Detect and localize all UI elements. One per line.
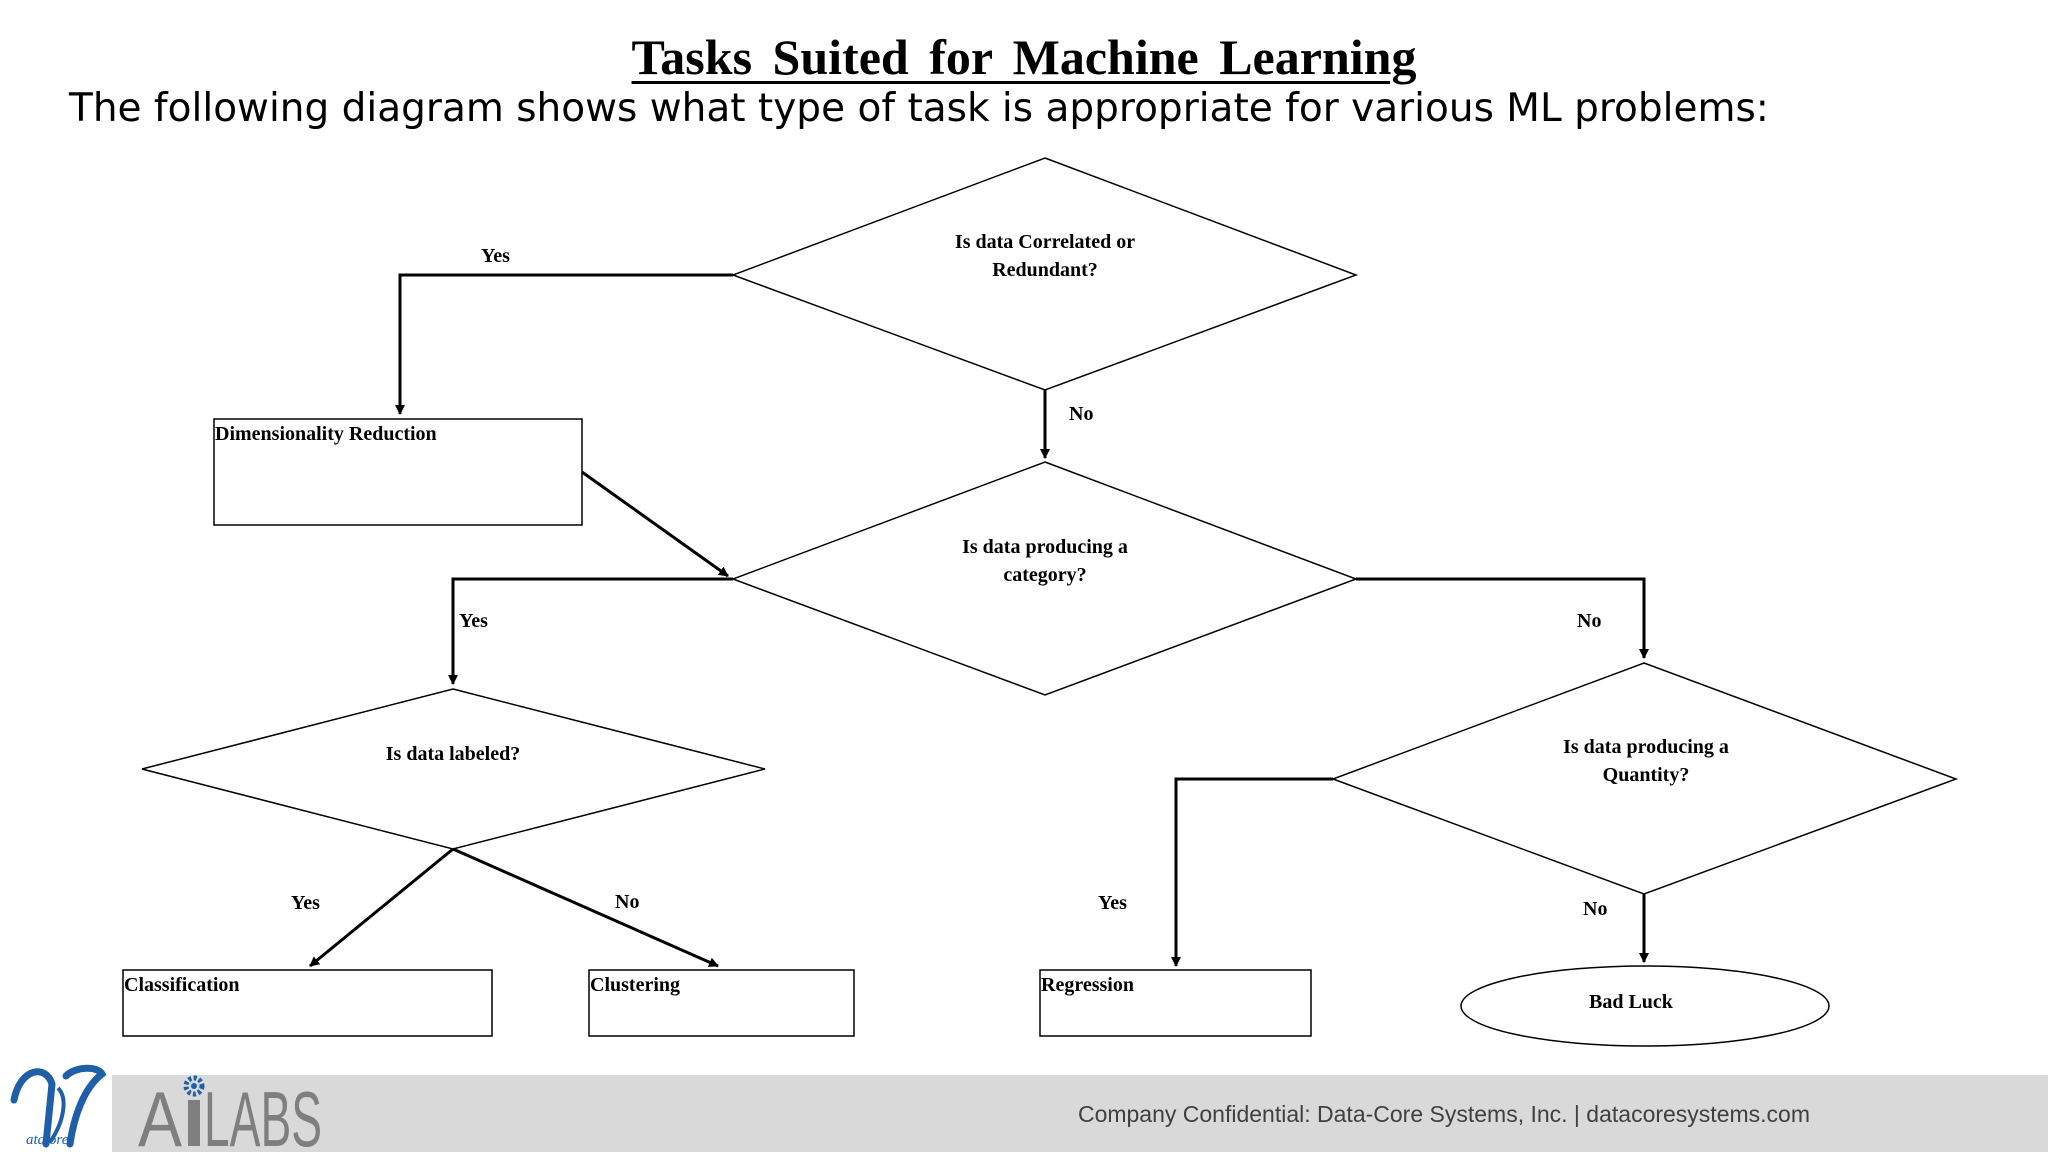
logo-letters: ata ore (26, 1132, 69, 1148)
outcome-clustering-label: Clustering (590, 974, 680, 996)
edge-quantity-yes (1171, 777, 1333, 967)
ai-labs-logo: A LABS (138, 1075, 322, 1152)
edge-category-yes (448, 577, 733, 685)
outcome-dim-reduction-box (213, 418, 583, 526)
edge-label-labeled-yes: Yes (291, 892, 320, 914)
decision-correlated-line1: Is data Correlated or (955, 231, 1135, 253)
edge-label-correlated-yes: Yes (481, 245, 510, 267)
decision-quantity-line1: Is data producing a (1563, 736, 1729, 758)
gear-icon (183, 1075, 205, 1097)
ai-labs-word-labs: LABS (204, 1075, 322, 1152)
outcome-bad-luck-label: Bad Luck (1589, 991, 1674, 1013)
slide-title: Tasks Suited for Machine Learning (631, 29, 1417, 85)
outcome-classification-box (122, 969, 493, 1037)
outcome-bad-luck-ellipse (1460, 965, 1830, 1047)
outcome-clustering-box (588, 969, 855, 1037)
decision-correlated-line2: Redundant? (992, 259, 1098, 281)
decision-category-shape (730, 461, 1359, 696)
edge-dim-reduction-to-category (581, 470, 729, 578)
decision-category-line2: category? (1003, 564, 1086, 586)
outcome-regression-box (1039, 969, 1312, 1037)
edge-label-quantity-yes: Yes (1098, 892, 1127, 914)
edge-label-correlated-no: No (1069, 403, 1093, 425)
outcome-regression-label: Regression (1041, 974, 1134, 996)
footer-confidential-text: Company Confidential: Data-Core Systems,… (1077, 1101, 1810, 1127)
datacore-logo: ata ore (10, 1064, 107, 1148)
decision-category-line1: Is data producing a (962, 536, 1128, 558)
flowchart: Is data Correlated or Redundant? Is data… (122, 157, 1959, 1047)
footer-logo-box (0, 1060, 112, 1152)
decision-quantity-line2: Quantity? (1603, 764, 1690, 786)
edge-correlated-yes (395, 273, 733, 415)
outcome-dim-reduction-label: Dimensionality Reduction (215, 423, 437, 445)
edge-label-quantity-no: No (1583, 898, 1607, 920)
edge-label-category-yes: Yes (459, 610, 488, 632)
ai-labs-person-body (188, 1100, 200, 1146)
edge-category-no (1356, 577, 1649, 659)
edge-label-labeled-no: No (615, 891, 639, 913)
ai-labs-letter-a: A (138, 1075, 182, 1152)
edge-label-category-no: No (1577, 610, 1601, 632)
slide-subtitle: The following diagram shows what type of… (69, 86, 1769, 131)
edge-labeled-no (452, 847, 719, 968)
footer-bar (0, 1075, 2048, 1152)
edge-labeled-yes (309, 847, 454, 968)
decision-labeled-line1: Is data labeled? (386, 743, 520, 765)
outcome-classification-label: Classification (124, 974, 240, 996)
decision-labeled-shape (141, 688, 766, 850)
